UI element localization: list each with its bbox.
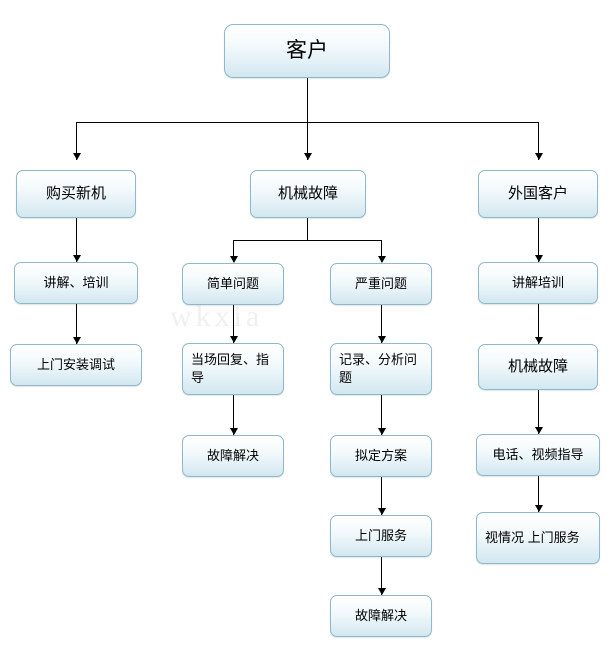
arrowhead-foreign-2 [535, 337, 543, 344]
node-foreign-step-2[interactable]: 机械故障 [478, 344, 598, 390]
arrowhead-purchase-1 [73, 255, 81, 262]
node-serious-step-3[interactable]: 上门服务 [330, 515, 432, 557]
connector-mech-drop-right [381, 240, 382, 262]
connector-bus-drop-right [538, 122, 539, 160]
connector-bus-drop-left [76, 122, 77, 160]
connector-foreign-2 [538, 304, 539, 344]
node-mechanical-head[interactable]: 机械故障 [250, 170, 366, 218]
arrowhead-foreign-4 [535, 505, 543, 512]
node-serious-step-1[interactable]: 记录、分析问题 [330, 343, 432, 395]
connector-serious-4 [381, 557, 382, 595]
arrowhead-bus-mid [304, 153, 312, 160]
node-foreign-step-4[interactable]: 视情况 上门服务 [476, 512, 600, 564]
connector-mech-drop-left [233, 240, 234, 262]
arrowhead-serious-1 [378, 336, 386, 343]
node-serious-step-4[interactable]: 故障解决 [330, 595, 432, 637]
watermark-text: wkxia [170, 300, 264, 333]
node-simple-step-1[interactable]: 当场回复、指导 [182, 343, 284, 395]
arrowhead-serious-3 [378, 508, 386, 515]
node-foreign-step-1[interactable]: 讲解培训 [478, 262, 598, 304]
node-serious-problem-head[interactable]: 严重问题 [330, 263, 432, 305]
connector-root-stem [307, 78, 308, 122]
node-purchase-step-1[interactable]: 讲解、培训 [14, 262, 138, 304]
node-foreign-head[interactable]: 外国客户 [478, 170, 598, 218]
arrowhead-serious-4 [378, 588, 386, 595]
connector-foreign-1 [538, 218, 539, 262]
connector-serious-1 [381, 305, 382, 343]
arrowhead-foreign-3 [535, 427, 543, 434]
node-simple-problem-head[interactable]: 简单问题 [182, 263, 284, 305]
connector-purchase-1 [76, 218, 77, 262]
connector-mech-stem [307, 218, 308, 240]
connector-purchase-2 [76, 304, 77, 344]
arrowhead-foreign-1 [535, 255, 543, 262]
arrowhead-mech-left [230, 256, 238, 263]
connector-serious-3 [381, 477, 382, 515]
connector-mech-bus [233, 240, 381, 241]
connector-foreign-4 [538, 476, 539, 512]
connector-bus-drop-mid [307, 122, 308, 160]
arrowhead-simple-1 [230, 336, 238, 343]
node-purchase-head[interactable]: 购买新机 [16, 170, 136, 218]
node-purchase-step-2[interactable]: 上门安装调试 [10, 344, 142, 386]
node-serious-step-2[interactable]: 拟定方案 [330, 435, 432, 477]
node-foreign-step-3[interactable]: 电话、视频指导 [476, 434, 600, 476]
arrowhead-serious-2 [378, 428, 386, 435]
arrowhead-mech-right [378, 256, 386, 263]
connector-serious-2 [381, 395, 382, 435]
node-simple-step-2[interactable]: 故障解决 [182, 435, 284, 477]
arrowhead-purchase-2 [73, 337, 81, 344]
connector-simple-2 [233, 395, 234, 435]
connector-simple-1 [233, 305, 234, 343]
arrowhead-simple-2 [230, 428, 238, 435]
connector-foreign-3 [538, 390, 539, 434]
arrowhead-bus-left [73, 153, 81, 160]
node-root-customer[interactable]: 客户 [224, 24, 390, 78]
arrowhead-bus-right [535, 153, 543, 160]
